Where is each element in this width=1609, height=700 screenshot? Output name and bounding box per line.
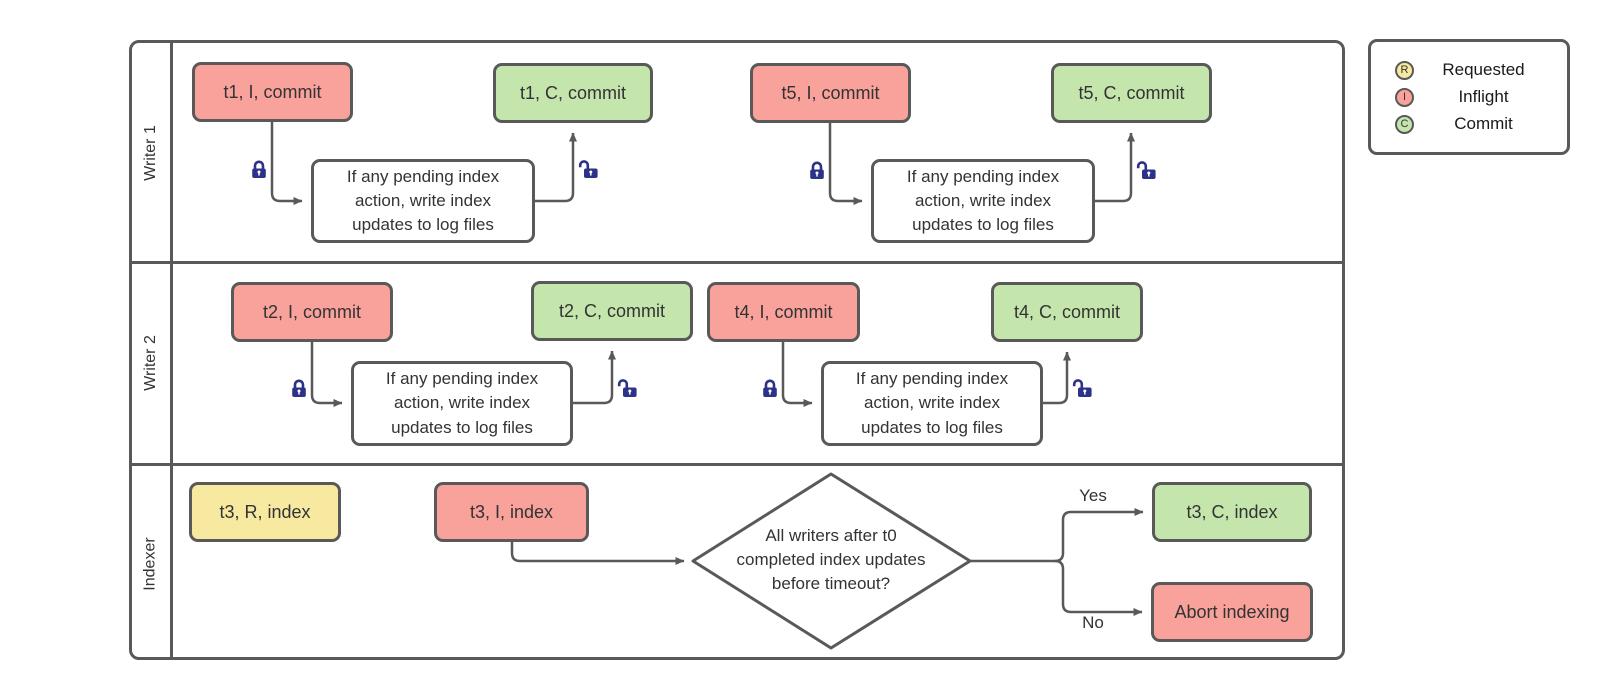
closed-lock-icon bbox=[810, 161, 824, 179]
node-label: t2, I, commit bbox=[262, 301, 361, 322]
node-t2-process: If any pending index action, write index… bbox=[351, 361, 573, 446]
closed-lock-icon bbox=[252, 160, 266, 178]
node-t3-commit: t3, C, index bbox=[1152, 482, 1312, 542]
node-t1-commit: t1, C, commit bbox=[493, 63, 653, 123]
node-label: t1, C, commit bbox=[519, 82, 626, 103]
legend-row-inflight: I Inflight bbox=[1395, 84, 1553, 111]
swimlane-pool: Writer 1 Writer 2 Indexer t1, I, commit … bbox=[129, 40, 1345, 660]
node-label: If any pending index action, write index… bbox=[385, 369, 539, 437]
node-label: t3, C, index bbox=[1186, 501, 1278, 522]
edge-label-no: No bbox=[1082, 613, 1104, 632]
inflight-state-icon: I bbox=[1395, 87, 1414, 107]
requested-state-icon: R bbox=[1395, 60, 1414, 80]
node-t5-inflight: t5, I, commit bbox=[750, 63, 911, 123]
node-label: If any pending index action, write index… bbox=[346, 166, 500, 235]
node-t5-commit: t5, C, commit bbox=[1051, 63, 1212, 123]
commit-state-icon: C bbox=[1395, 114, 1414, 134]
node-label: If any pending index action, write index… bbox=[855, 369, 1009, 437]
node-t4-process: If any pending index action, write index… bbox=[821, 361, 1043, 446]
closed-lock-icon bbox=[763, 379, 777, 397]
decision-diamond-label: All writers after t0 completed index upd… bbox=[726, 524, 936, 595]
node-t5-process: If any pending index action, write index… bbox=[871, 159, 1095, 243]
node-abort-indexing: Abort indexing bbox=[1151, 582, 1313, 642]
node-t2-commit: t2, C, commit bbox=[531, 281, 693, 341]
open-lock-icon bbox=[578, 160, 598, 178]
legend-row-commit: C Commit bbox=[1395, 111, 1553, 138]
node-label: All writers after t0 completed index upd… bbox=[736, 526, 926, 593]
node-t3-inflight: t3, I, index bbox=[434, 482, 589, 542]
lane-header-divider bbox=[170, 43, 173, 657]
node-t2-inflight: t2, I, commit bbox=[231, 282, 393, 342]
lane-divider bbox=[132, 463, 1342, 466]
node-label: If any pending index action, write index… bbox=[906, 166, 1060, 235]
node-label: t1, I, commit bbox=[223, 81, 322, 102]
node-t4-commit: t4, C, commit bbox=[991, 282, 1143, 342]
open-lock-icon bbox=[1072, 379, 1092, 397]
node-label: Abort indexing bbox=[1174, 601, 1290, 622]
legend-label: Commit bbox=[1454, 114, 1513, 133]
node-label: t5, C, commit bbox=[1078, 82, 1185, 103]
node-label: t3, R, index bbox=[219, 501, 311, 522]
legend-row-requested: R Requested bbox=[1395, 57, 1553, 84]
closed-lock-icon bbox=[292, 379, 306, 397]
open-lock-icon bbox=[1136, 161, 1156, 179]
node-t4-inflight: t4, I, commit bbox=[707, 282, 860, 342]
legend: R Requested I Inflight C Commit bbox=[1368, 39, 1570, 155]
node-t3-requested: t3, R, index bbox=[189, 482, 341, 542]
node-t1-process: If any pending index action, write index… bbox=[311, 159, 535, 243]
node-label: t5, I, commit bbox=[781, 82, 880, 103]
node-label: t4, I, commit bbox=[734, 301, 833, 322]
legend-label: Inflight bbox=[1458, 87, 1509, 106]
edge-label-yes: Yes bbox=[1079, 486, 1107, 505]
node-label: t4, C, commit bbox=[1013, 301, 1120, 322]
connector-lines bbox=[270, 122, 1144, 650]
node-label: t2, C, commit bbox=[558, 300, 665, 321]
open-lock-icon bbox=[617, 379, 637, 397]
node-label: t3, I, index bbox=[469, 501, 554, 522]
node-t1-inflight: t1, I, commit bbox=[192, 62, 353, 122]
lane-divider bbox=[132, 261, 1342, 264]
legend-label: Requested bbox=[1442, 60, 1525, 79]
